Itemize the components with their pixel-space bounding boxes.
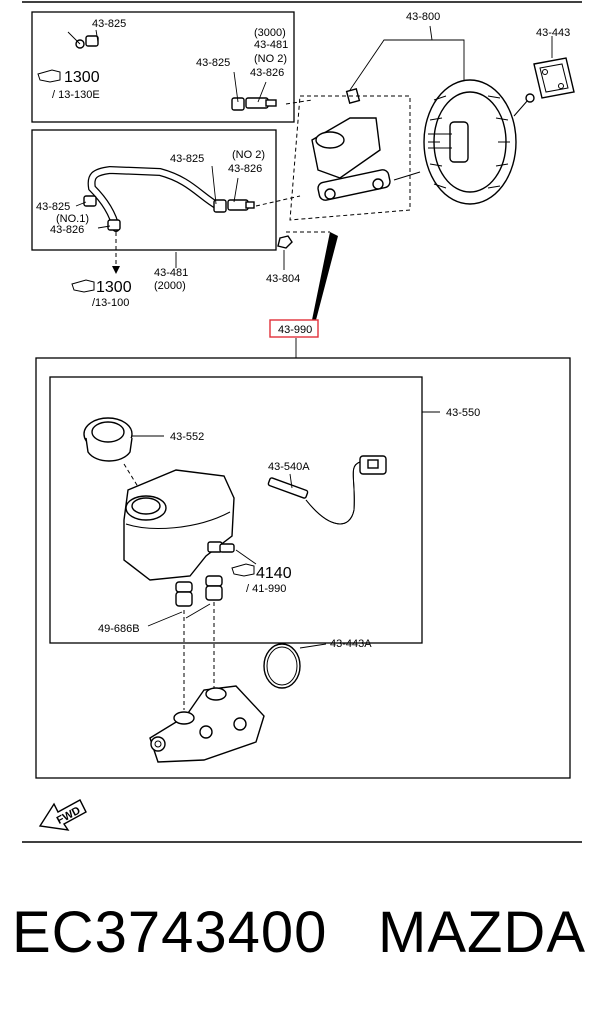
label-top-3000: (3000) <box>254 27 286 39</box>
label-top-825-b: 43-825 <box>196 57 230 69</box>
reference-hand-icon-2 <box>71 279 95 293</box>
label-mid-825-b: 43-825 <box>36 201 70 213</box>
label-top-no2: (NO 2) <box>254 53 287 65</box>
assembly-frame <box>35 357 571 779</box>
assembly-highlight-box <box>269 319 319 338</box>
reference-hand-icon <box>37 69 61 83</box>
brand-name: MAZDA <box>378 900 586 965</box>
label-fwd: FWD <box>55 804 83 826</box>
footer: EC3743400 MAZDA <box>0 888 600 978</box>
brake-booster <box>423 79 535 205</box>
label-top-ref: 1300 <box>64 69 100 86</box>
brake-fluid-reservoir <box>123 469 235 593</box>
label-mid-2000: (2000) <box>154 280 186 292</box>
master-cylinder-small <box>289 95 421 221</box>
label-top-ref-sub: / 13-130E <box>52 89 100 101</box>
label-mid-481: 43-481 <box>154 267 188 279</box>
part-number: EC3743400 <box>12 900 328 965</box>
label-nut: 43-804 <box>266 273 300 285</box>
label-sensor: 43-540A <box>268 461 310 473</box>
label-booster: 43-800 <box>406 11 440 23</box>
booster-gasket <box>533 57 575 99</box>
grommets <box>175 585 223 607</box>
fluid-level-sensor <box>267 455 387 525</box>
reservoir-cap <box>83 417 133 462</box>
label-mid-no1: (NO.1) <box>56 213 89 225</box>
label-kit: 43-550 <box>446 407 480 419</box>
label-top-826: 43-826 <box>250 67 284 79</box>
label-4140-sub: / 41-990 <box>246 583 286 595</box>
label-oring: 43-443A <box>330 638 372 650</box>
o-ring <box>263 643 301 689</box>
vacuum-hose-2000-box: 43-825 (NO 2) 43-826 43-825 (NO.1) 43-82… <box>31 129 301 274</box>
label-mid-825-a: 43-825 <box>170 153 204 165</box>
label-grommet: 49-686B <box>98 623 140 635</box>
master-cylinder-body <box>149 685 265 763</box>
label-gasket: 43-443 <box>536 27 570 39</box>
label-mid-826: 43-826 <box>228 163 262 175</box>
forward-direction-arrow: FWD <box>38 799 87 831</box>
label-top-825-a: 43-825 <box>92 18 126 30</box>
vacuum-hose-3000-box: 43-825 43-825 (3000) 43-481 (NO 2) 43-82… <box>31 11 313 123</box>
label-assembly: 43-990 <box>278 324 312 336</box>
label-4140: 4140 <box>256 565 292 582</box>
reservoir-kit-frame <box>49 376 423 644</box>
exploded-parts-diagram: 43-825 43-825 (3000) 43-481 (NO 2) 43-82… <box>22 1 582 843</box>
label-mid-826-b: 43-826 <box>50 224 84 236</box>
label-mid-no2: (NO 2) <box>232 149 265 161</box>
label-top-481: 43-481 <box>254 39 288 51</box>
label-cap: 43-552 <box>170 431 204 443</box>
label-mid-ref-sub: /13-100 <box>92 297 129 309</box>
reference-hand-icon-3 <box>231 563 255 577</box>
leader-wedge <box>312 232 338 320</box>
label-mid-ref: 1300 <box>96 279 132 296</box>
